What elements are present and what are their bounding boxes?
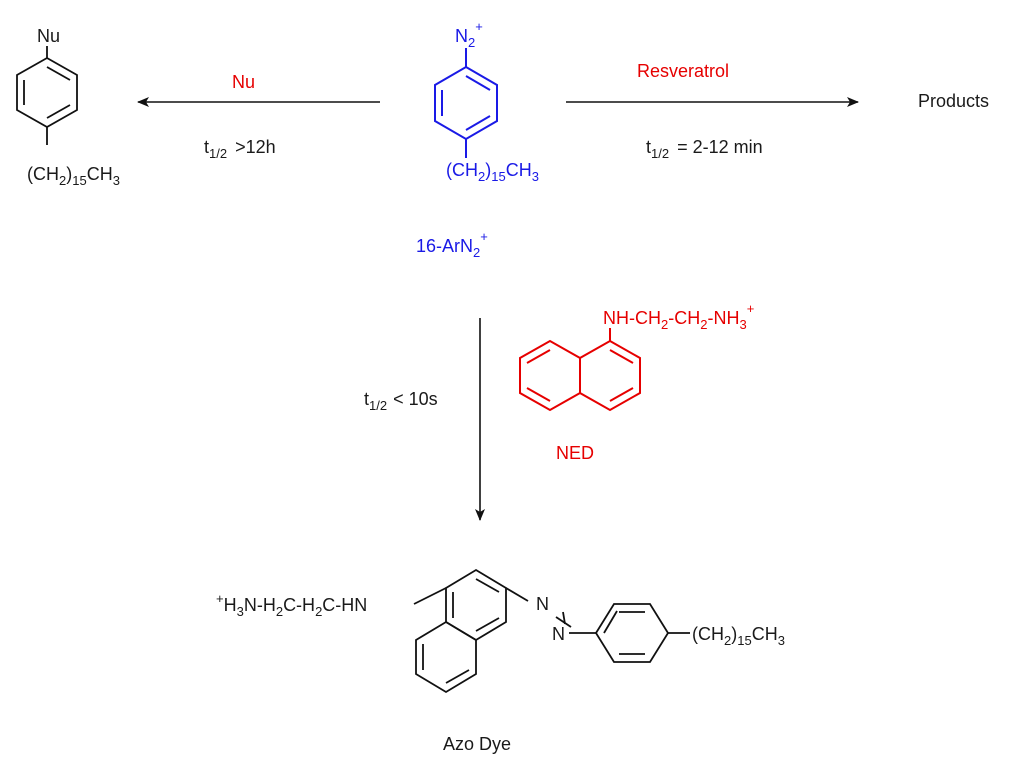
products-label: Products — [918, 91, 989, 111]
azo-n-bottom: N — [552, 624, 565, 644]
diazonium-name: 16-ArN2+ — [416, 229, 488, 260]
nu-reagent-label: Nu — [232, 72, 255, 92]
diazonium-n2-label: N2+ — [455, 19, 483, 50]
nu-product-substituent: Nu — [37, 26, 60, 46]
azo-dye-structure — [413, 568, 690, 694]
nu-product-structure — [16, 46, 78, 145]
ned-name: NED — [556, 443, 594, 463]
resveratrol-half-life: t1/2= 2-12 min — [646, 137, 763, 161]
resveratrol-reagent-label: Resveratrol — [637, 61, 729, 81]
diazonium-structure — [434, 48, 498, 158]
nu-half-life: t1/2>12h — [204, 137, 276, 161]
diazonium-chain-label: (CH2)15CH3 — [446, 160, 539, 184]
ned-structure — [519, 328, 641, 412]
azo-dye-name: Azo Dye — [443, 734, 511, 754]
azo-alkyl-chain-label: (CH2)15CH3 — [692, 624, 785, 648]
azo-n-top: N — [536, 594, 549, 614]
ned-half-life: t1/2< 10s — [364, 389, 438, 413]
nu-product-chain-label: (CH2)15CH3 — [27, 164, 120, 188]
ned-side-chain-label: NH-CH2-CH2-NH3+ — [603, 301, 754, 332]
azo-amine-chain-label: +H3N-H2C-H2C-HN — [216, 591, 367, 619]
